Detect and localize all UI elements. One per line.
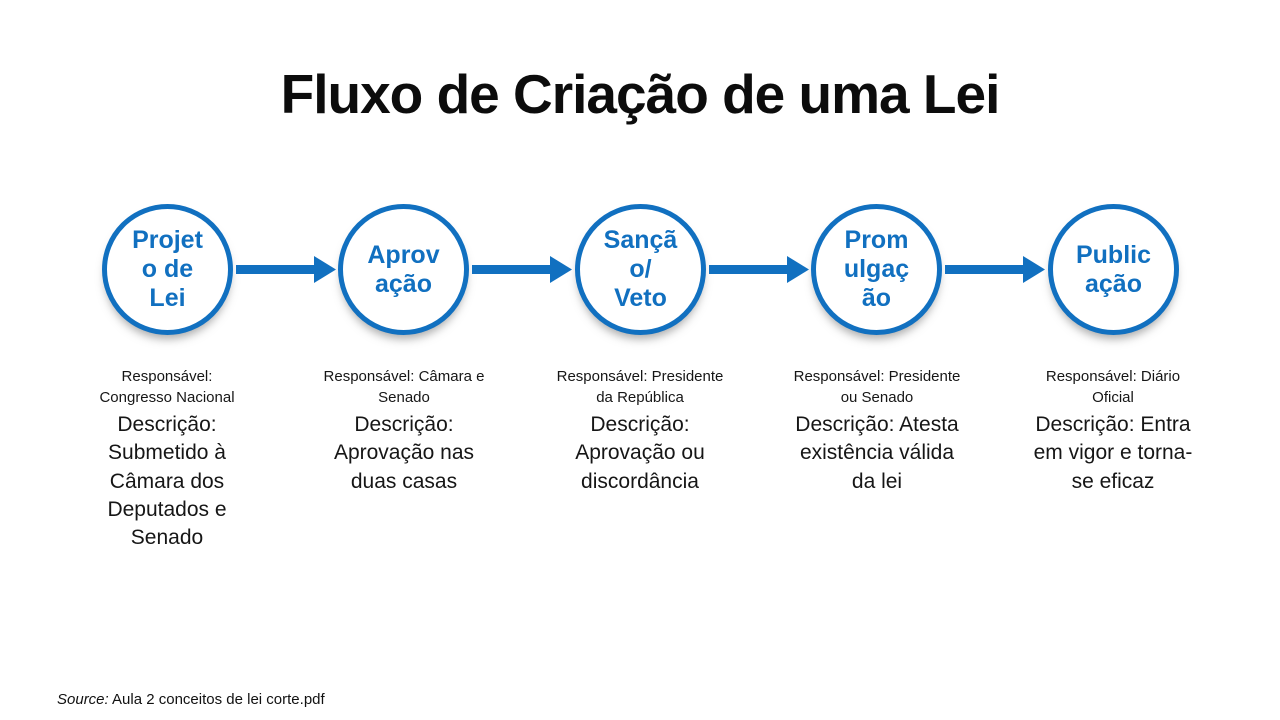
source-citation: Source: Aula 2 conceitos de lei corte.pd… [57, 691, 325, 708]
flow-step-label: Prom ulgaç ão [843, 226, 910, 312]
flow-step-publicacao: Public ação [1048, 204, 1179, 335]
step-descricao: Descrição: Atesta existência válida da l… [795, 413, 959, 493]
right-arrow-icon [945, 256, 1045, 283]
page-title: Fluxo de Criação de uma Lei [280, 63, 1001, 125]
step-descricao: Descrição: Aprovação nas duas casas [333, 413, 475, 493]
flow-step-projeto-de-lei: Projet o de Lei [102, 204, 233, 335]
step-details-projeto-de-lei: Responsável: Congresso Nacional Descriçã… [45, 366, 289, 553]
flow-step-label: Public ação [1075, 240, 1151, 298]
step-descricao: Descrição: Entra em vigor e torna- se ef… [1033, 413, 1193, 493]
source-label: Source: [57, 691, 109, 708]
flow-step-sancao-veto: Sançã o/ Veto [575, 204, 706, 335]
step-details-publicacao: Responsável: Diário Oficial Descrição: E… [991, 366, 1235, 496]
step-responsavel: Responsável: Presidente ou Senado [793, 368, 961, 406]
right-arrow-icon [472, 256, 572, 283]
step-responsavel: Responsável: Diário Oficial [1045, 368, 1181, 406]
flow-step-label: Projet o de Lei [132, 226, 203, 312]
step-responsavel: Responsável: Câmara e Senado [323, 368, 485, 406]
step-responsavel: Responsável: Presidente da República [556, 368, 724, 406]
flow-step-label: Aprov ação [367, 240, 440, 298]
flow-step-promulgacao: Prom ulgaç ão [811, 204, 942, 335]
right-arrow-icon [236, 256, 336, 283]
step-details-promulgacao: Responsável: Presidente ou Senado Descri… [755, 366, 999, 496]
flow-step-label: Sançã o/ Veto [603, 226, 678, 312]
source-filename: Aula 2 conceitos de lei corte.pdf [108, 691, 325, 708]
right-arrow-icon [709, 256, 809, 283]
step-responsavel: Responsável: Congresso Nacional [99, 368, 235, 406]
step-details-sancao-veto: Responsável: Presidente da República Des… [518, 366, 762, 496]
step-descricao: Descrição: Submetido à Câmara dos Deputa… [107, 413, 227, 550]
flow-step-aprovacao: Aprov ação [338, 204, 469, 335]
step-descricao: Descrição: Aprovação ou discordância [575, 413, 705, 493]
step-details-aprovacao: Responsável: Câmara e Senado Descrição: … [282, 366, 526, 496]
